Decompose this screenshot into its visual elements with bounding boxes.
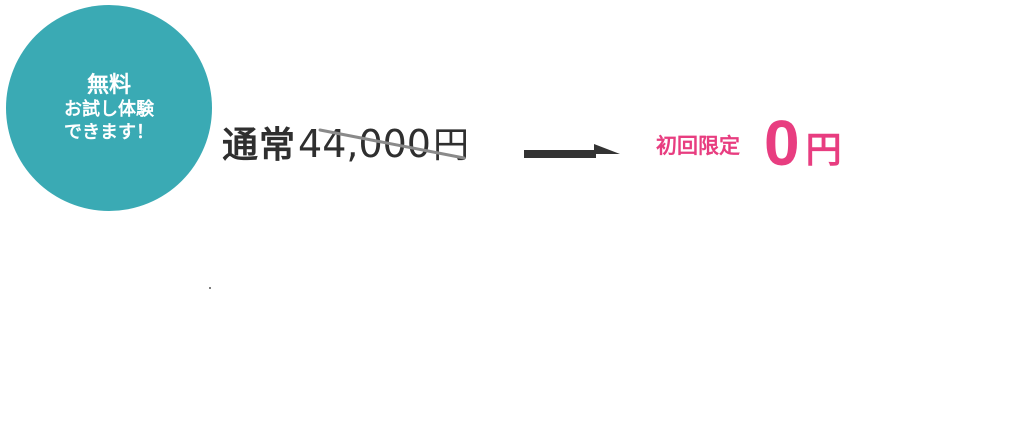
regular-price-value: 44,000	[298, 122, 431, 166]
first-time-price-value: 0	[764, 107, 800, 179]
first-time-limited-label: 初回限定	[656, 134, 740, 158]
arrow-right-icon	[524, 144, 620, 158]
regular-price-currency: 円	[432, 125, 469, 166]
badge-line-available: できます！	[64, 121, 154, 143]
stray-dot	[209, 287, 211, 289]
badge-line-trial: お試し体験	[64, 99, 154, 121]
regular-price-label: 通常	[222, 125, 297, 166]
first-time-price-currency: 円	[805, 130, 842, 171]
free-trial-badge: 無料 お試し体験 できます！	[6, 5, 212, 211]
badge-line-free: 無料	[86, 72, 131, 98]
regular-price-block: 通常 44,000 円	[222, 114, 469, 170]
regular-price-amount: 44,000 円	[298, 116, 469, 168]
first-time-price-block: 初回限定 0 円	[656, 98, 842, 188]
